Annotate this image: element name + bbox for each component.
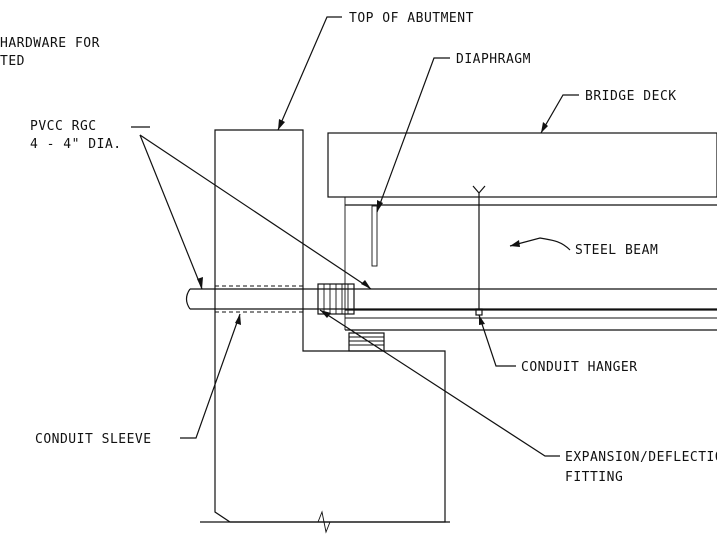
label-diaphragm: DIAPHRAGM [456, 52, 531, 67]
conduit [185, 288, 717, 310]
leader-lines [131, 16, 579, 457]
bridge-deck-slab [327, 132, 717, 198]
label-expansion-line1: EXPANSION/DEFLECTION [565, 450, 717, 465]
diaphragm [371, 205, 378, 267]
ground-break-line [200, 510, 450, 534]
label-steel-beam: STEEL BEAM [575, 243, 658, 258]
label-hardware-line1: HARDWARE FOR [0, 36, 100, 51]
label-top-of-abutment: TOP OF ABUTMENT [349, 11, 474, 26]
conduit-sleeve [215, 285, 303, 313]
expansion-fitting [317, 283, 355, 315]
label-conduit-sleeve: CONDUIT SLEEVE [35, 432, 152, 447]
label-conduit-hanger: CONDUIT HANGER [521, 360, 638, 375]
steel-beam [344, 197, 717, 331]
label-bridge-deck: BRIDGE DECK [585, 89, 677, 104]
abutment-wall [214, 129, 446, 523]
label-expansion-line2: FITTING [565, 470, 623, 485]
label-pvcc-line2: 4 - 4" DIA. [30, 137, 122, 152]
bearing-pad [348, 332, 385, 352]
label-hardware-line2: TED [0, 54, 25, 69]
label-pvcc-line1: PVCC RGC [30, 119, 97, 134]
